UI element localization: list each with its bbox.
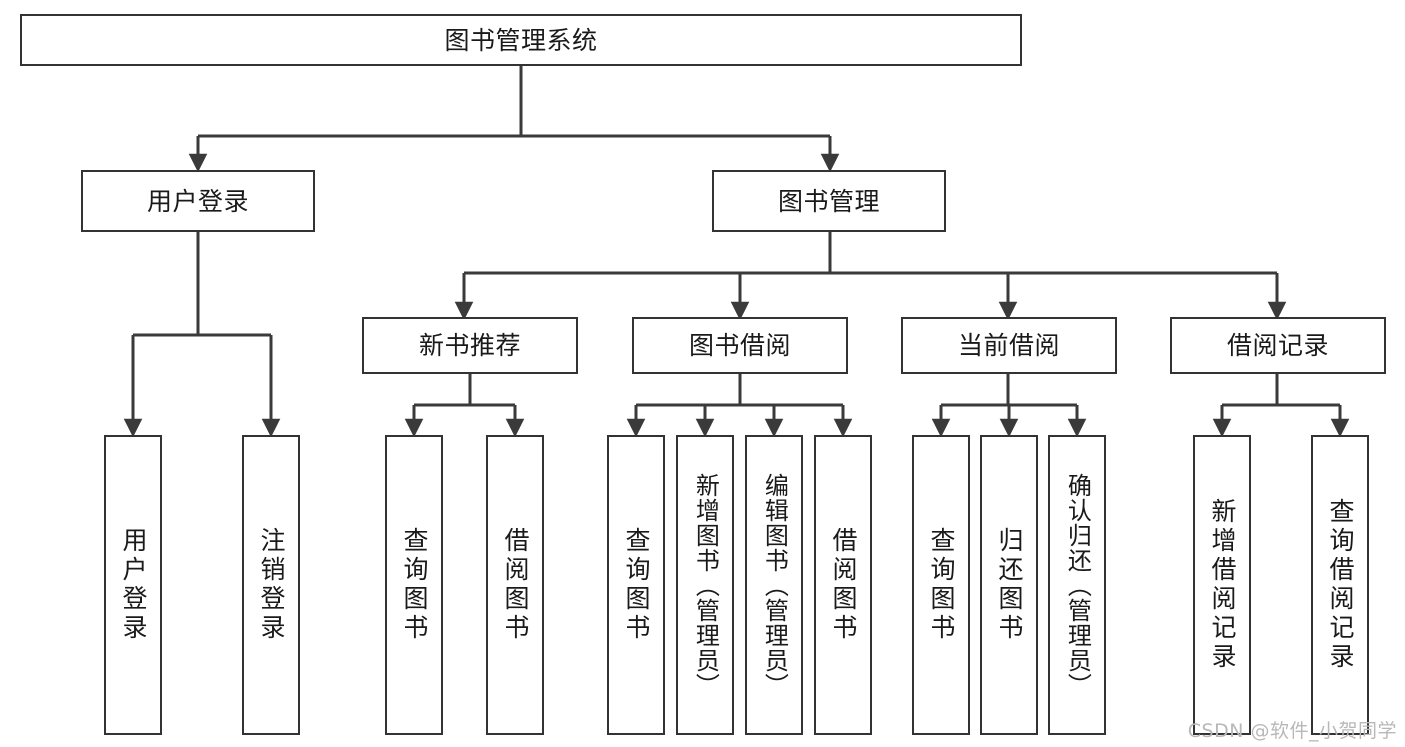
leaf-user-login-signout[interactable]: 注销登录 [242,435,300,735]
leaf-new-book-borrow[interactable]: 借阅图书 [486,435,544,735]
leaf-book-borrow-add[interactable]: 新增图书（管理员） [676,435,734,735]
leaf-user-login-signin[interactable]: 用户登录 [104,435,162,735]
leaf-new-book-query[interactable]: 查询图书 [385,435,443,735]
node-label: 图书管理系统 [444,25,598,55]
node-root-system[interactable]: 图书管理系统 [20,14,1022,66]
node-label: 查询图书 [622,527,651,643]
node-label: 借阅图书 [829,527,858,643]
node-current-borrow[interactable]: 当前借阅 [901,317,1117,374]
leaf-current-borrow-query[interactable]: 查询图书 [912,435,970,735]
node-label: 归还图书 [995,527,1024,643]
node-label: 查询图书 [400,527,429,643]
node-book-management[interactable]: 图书管理 [712,170,946,232]
node-label: 新增图书（管理员） [691,472,720,698]
node-label: 新书推荐 [418,331,521,360]
node-user-login[interactable]: 用户登录 [81,170,315,232]
leaf-book-borrow-lend[interactable]: 借阅图书 [814,435,872,735]
node-label: 图书借阅 [688,331,791,360]
node-label: 用户登录 [119,527,148,643]
node-label: 注销登录 [257,527,286,643]
node-label: 确认归还（管理员） [1063,472,1092,698]
node-new-book-recommend[interactable]: 新书推荐 [362,317,578,374]
node-label: 编辑图书（管理员） [760,472,789,698]
node-book-borrow[interactable]: 图书借阅 [632,317,848,374]
node-label: 借阅图书 [501,527,530,643]
node-label: 图书管理 [777,186,880,216]
node-label: 用户登录 [146,186,249,216]
node-label: 当前借阅 [957,331,1060,360]
node-label: 借阅记录 [1226,331,1329,360]
leaf-book-borrow-edit[interactable]: 编辑图书（管理员） [745,435,803,735]
node-borrow-record[interactable]: 借阅记录 [1170,317,1386,374]
leaf-current-borrow-confirm-return[interactable]: 确认归还（管理员） [1048,435,1106,735]
node-label: 查询图书 [927,527,956,643]
node-label: 新增借阅记录 [1208,498,1237,672]
leaf-borrow-record-query[interactable]: 查询借阅记录 [1311,435,1369,735]
watermark-text: CSDN @软件_小贺同学 [1187,720,1397,742]
leaf-current-borrow-return[interactable]: 归还图书 [980,435,1038,735]
leaf-borrow-record-add[interactable]: 新增借阅记录 [1193,435,1251,735]
node-label: 查询借阅记录 [1326,498,1355,672]
leaf-book-borrow-query[interactable]: 查询图书 [607,435,665,735]
